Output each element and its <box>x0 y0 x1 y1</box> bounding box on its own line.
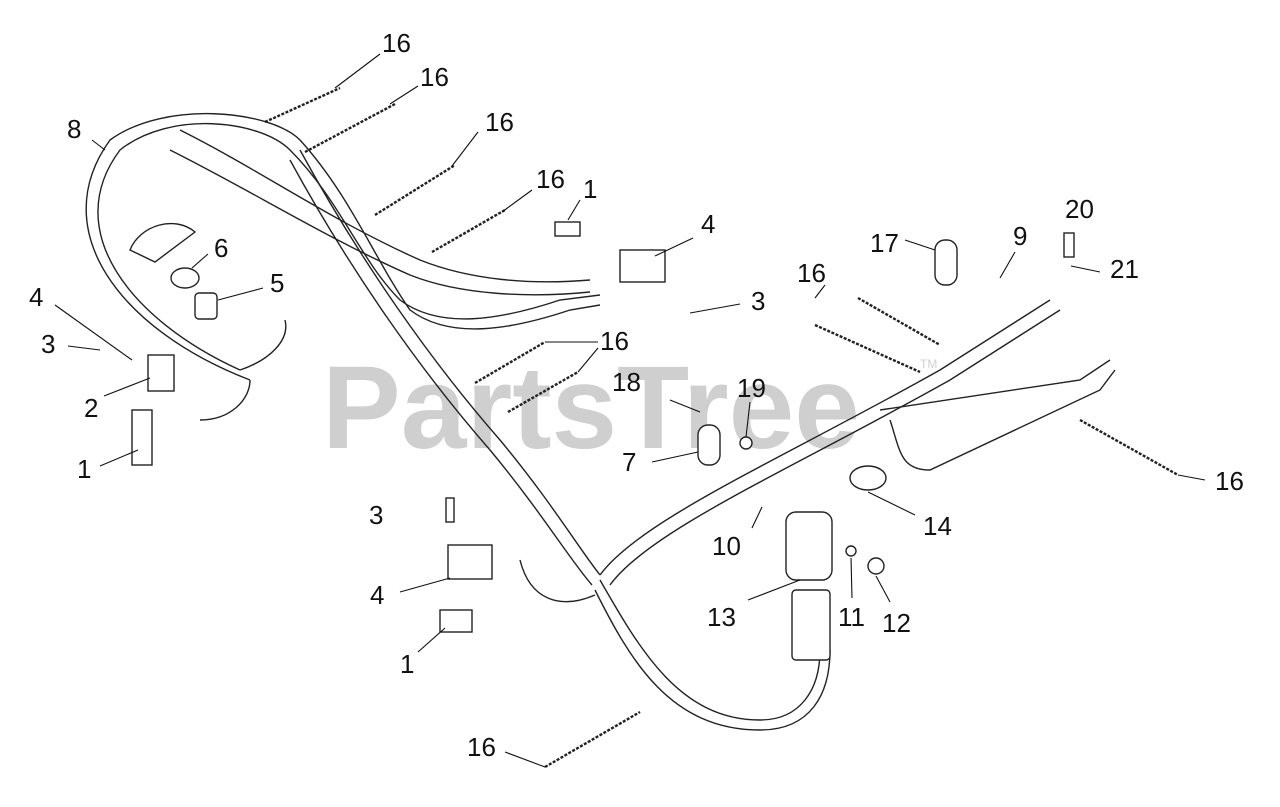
callout-16: 16 <box>467 732 496 762</box>
grommet-part-14 <box>849 465 887 491</box>
callout-13: 13 <box>707 602 736 632</box>
callout-4: 4 <box>29 282 43 312</box>
callout-8: 8 <box>67 114 81 144</box>
callout-1: 1 <box>77 454 91 484</box>
relay-part-2 <box>147 354 175 392</box>
callout-14: 14 <box>923 511 952 541</box>
callout-17: 17 <box>870 228 899 258</box>
parts <box>129 221 1075 661</box>
callout-21: 21 <box>1110 254 1139 284</box>
bracket-part-1-left <box>131 409 153 466</box>
callout-16: 16 <box>1215 466 1244 496</box>
watermark-trademark: TM <box>920 357 937 371</box>
callout-16: 16 <box>420 62 449 92</box>
grommet-part-6 <box>170 267 200 289</box>
callout-1: 1 <box>583 174 597 204</box>
connector-harness-end <box>791 589 831 661</box>
callout-18: 18 <box>612 367 641 397</box>
relay-part-4-bottom <box>447 544 493 580</box>
callout-3: 3 <box>41 329 55 359</box>
clamp-part-17 <box>934 239 958 286</box>
connector-part-5 <box>194 292 218 320</box>
callout-4: 4 <box>701 209 715 239</box>
callout-1: 1 <box>400 649 414 679</box>
callout-20: 20 <box>1065 194 1094 224</box>
watermark-logo: PartsTree <box>322 342 860 474</box>
leader-lines <box>54 53 1206 768</box>
main-harness <box>85 112 1116 731</box>
callout-16: 16 <box>485 107 514 137</box>
bolt-part-20 <box>1063 232 1075 258</box>
callout-7: 7 <box>622 447 636 477</box>
callout-4: 4 <box>370 580 384 610</box>
callout-3: 3 <box>751 286 765 316</box>
callout-11: 11 <box>838 602 865 632</box>
callout-12: 12 <box>882 608 911 638</box>
bracket-part-1-bottom <box>439 609 473 633</box>
callout-labels: 16 16 16 16 8 6 5 4 3 2 1 1 4 3 16 17 9 … <box>29 28 1244 762</box>
callout-16: 16 <box>797 258 826 288</box>
callout-9: 9 <box>1013 221 1027 251</box>
callout-2: 2 <box>84 393 98 423</box>
bolt-part-3-bottom <box>445 497 455 523</box>
switch-plate-part <box>129 222 197 263</box>
cable-ties <box>264 86 1179 769</box>
callout-19: 19 <box>737 373 766 403</box>
bracket-part-1-top <box>554 221 581 237</box>
callout-16: 16 <box>382 28 411 58</box>
clamp-part-7 <box>697 424 721 466</box>
washer-part-11 <box>845 545 857 557</box>
nut-part-19 <box>739 436 753 450</box>
relay-part-13 <box>785 511 833 581</box>
callout-3: 3 <box>369 500 383 530</box>
nut-part-12 <box>867 557 885 575</box>
callout-10: 10 <box>712 531 741 561</box>
callout-16: 16 <box>536 164 565 194</box>
callout-16: 16 <box>600 326 629 356</box>
callout-5: 5 <box>270 268 284 298</box>
callout-6: 6 <box>214 233 228 263</box>
